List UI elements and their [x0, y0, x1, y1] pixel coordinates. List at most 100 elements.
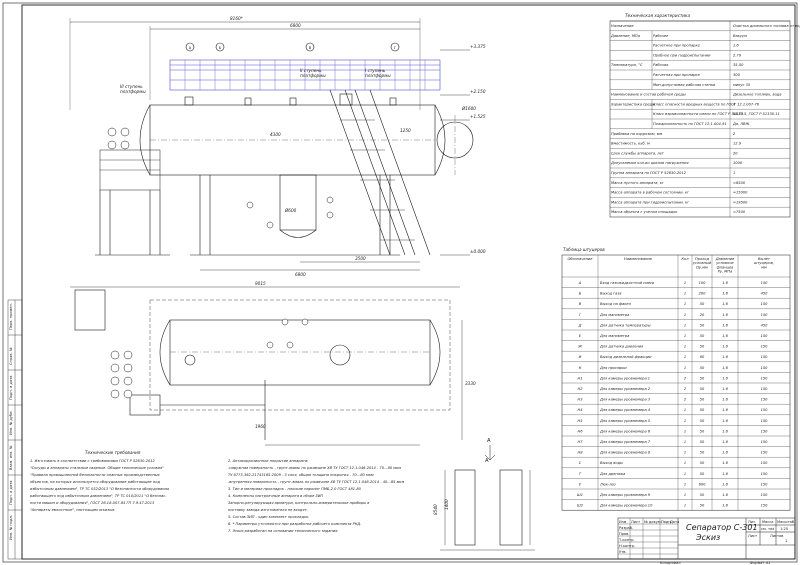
title-block-header: Лист: [631, 520, 640, 524]
nozzle-cell: Для камеры уровнемера 3: [599, 398, 651, 402]
nozzle-cell: 100: [699, 281, 707, 285]
nozzle-cell: Д: [578, 323, 582, 327]
note-line: Запорно-регулирующая арматура, контрольн…: [228, 501, 369, 505]
nozzle-cell: Е: [579, 334, 582, 338]
nozzle-cell: 1: [684, 323, 686, 327]
copied-label: Копировал: [660, 561, 681, 565]
nozzle-cell: 50: [700, 504, 705, 508]
nozzle-cell: 1.6: [722, 408, 728, 412]
nozzle-cell: 1.6: [722, 482, 728, 486]
left-strip-label: Подп. и дата: [9, 481, 13, 505]
title-block-header: Подп.: [661, 520, 672, 524]
sheet-label: Лист: [748, 534, 757, 538]
spec-value: Вакуум: [733, 34, 747, 38]
nozzle-cell: 1: [684, 419, 686, 423]
nozzle-cell: Выход воды: [600, 461, 623, 465]
dim-1400: 1400: [444, 499, 449, 510]
nozzle-cell: 50: [700, 302, 705, 306]
spec-param: Срок службы аппарата, лет: [611, 151, 665, 155]
spec-value: 1.6: [733, 44, 739, 48]
nozzle-cell: Н4: [578, 408, 584, 412]
nozzle-cell: 50: [700, 461, 705, 465]
nozzle-cell: 50: [700, 429, 705, 433]
spec-param: Прибавка на коррозию, мм: [611, 132, 662, 136]
spec-param: Масса аппарата в рабочем состоянии, кг: [611, 191, 689, 195]
title-block-header: Изм: [619, 520, 627, 524]
view-a: [440, 445, 535, 551]
nozzle-cell: 1.6: [722, 323, 728, 327]
nozzle-markers: [107, 127, 334, 229]
nozzle-cell: 150: [761, 376, 769, 380]
nozzle-cell: 150: [761, 493, 769, 497]
nozzle-cell: Для камеры уровнемера 10: [599, 504, 653, 508]
sheets-label: Листов: [770, 534, 783, 538]
nozzle-cell: 150: [761, 504, 769, 508]
nozzle-cell: 150: [761, 419, 769, 423]
nozzle-cell: И: [579, 355, 582, 359]
spec-value: Да, ЛВЖ: [732, 122, 749, 126]
notes-column-1: 1. Изготовить в соответствии с требовани…: [29, 459, 170, 512]
spec-sub: Мин.допустимая рабочая стенки: [653, 83, 716, 87]
nozzle-cell: 150: [761, 313, 769, 317]
nozzle-cell: 1: [684, 493, 686, 497]
nozzle-cell: А: [578, 281, 582, 285]
nozzle-cell: 50: [700, 366, 705, 370]
spec-param: Характеристика среды: [610, 102, 655, 106]
nozzle-cell: 80: [700, 355, 705, 359]
dim-vessel-len: 4300: [270, 132, 281, 137]
spec-value: 35-50: [733, 63, 744, 67]
nozzle-cell: Для манометра: [599, 334, 629, 338]
nozzle-cell: Для манометра: [599, 313, 629, 317]
nozzle-cell: 2: [684, 387, 687, 391]
nozzle-cell: Для камеры уровнемера 9: [599, 493, 651, 497]
nozzle-cell: Для камеры уровнемера 4: [599, 408, 651, 412]
note-line: 4. Комплекты настроечные аппарата в сбор…: [228, 494, 323, 498]
spec-sub: Пробное при гидроиспытании: [653, 53, 711, 57]
left-stamp-strip: [7, 299, 23, 560]
nozzle-letter: Б: [219, 46, 222, 50]
dim-1600: Ø1600: [461, 106, 476, 111]
nozzle-cell: 150: [761, 429, 769, 433]
nozzle-cell: 150: [761, 461, 769, 465]
dim-plan-left: 1960: [255, 424, 266, 429]
view-a-title: А: [485, 458, 489, 464]
nozzle-cell: 1.6: [722, 398, 728, 402]
nozzle-table-title: Таблица штуцеров: [563, 247, 605, 252]
nozzle-cell: 1: [684, 504, 686, 508]
left-strip-label: Перв. примен.: [9, 303, 13, 330]
nozzle-cell: 1.6: [722, 493, 728, 497]
nozzle-cell: 150: [761, 345, 769, 349]
nozzle-cell: Б: [579, 292, 582, 296]
nozzle-letter: Г: [394, 46, 396, 50]
title-block-header: Дата: [670, 520, 679, 524]
nozzle-cell: 200: [699, 292, 707, 296]
spec-param: Масса пустого аппарата, кг: [611, 181, 664, 185]
spec-sub: Расчетная при пропарке: [653, 73, 701, 77]
nozzle-cell: У: [579, 482, 582, 486]
nozzle-cell: Т: [579, 472, 582, 476]
title-block-role: Разраб.: [619, 526, 633, 530]
scale-value: 1:25: [780, 527, 788, 531]
spec-param: Давление, МПа: [610, 34, 640, 38]
nozzle-cell: 150: [761, 387, 769, 391]
spec-value: 1: [733, 171, 735, 175]
nozzle-header: Наименование: [624, 257, 653, 261]
spec-param: Масса объекта с учетом площадок: [611, 210, 678, 214]
note-line: ности машин и оборудования", ГОСТ 26.18-…: [30, 501, 155, 505]
dim-8540: 8540: [433, 504, 438, 515]
nozzle-cell: Для камеры уровнемера 7: [599, 440, 651, 444]
title-block-role: Н.контр.: [619, 544, 635, 548]
dim-overall-top: 8160*: [230, 16, 243, 21]
elev-4: ±0.000: [470, 249, 486, 254]
nozzle-cell: 50: [700, 472, 705, 476]
nozzle-cell: 1.6: [722, 345, 728, 349]
nozzle-header: штуцеров,: [754, 261, 774, 265]
nozzle-header: Dу,мм: [696, 265, 708, 269]
nozzle-cell: 1.6: [722, 366, 728, 370]
spec-param: Наименование и состав рабочей среды: [611, 93, 686, 97]
nozzle-cell: 50: [700, 440, 705, 444]
nozzle-cell: 150: [761, 440, 769, 444]
sheet-value: 1: [785, 539, 787, 543]
nozzle-cell: 1: [684, 482, 686, 486]
